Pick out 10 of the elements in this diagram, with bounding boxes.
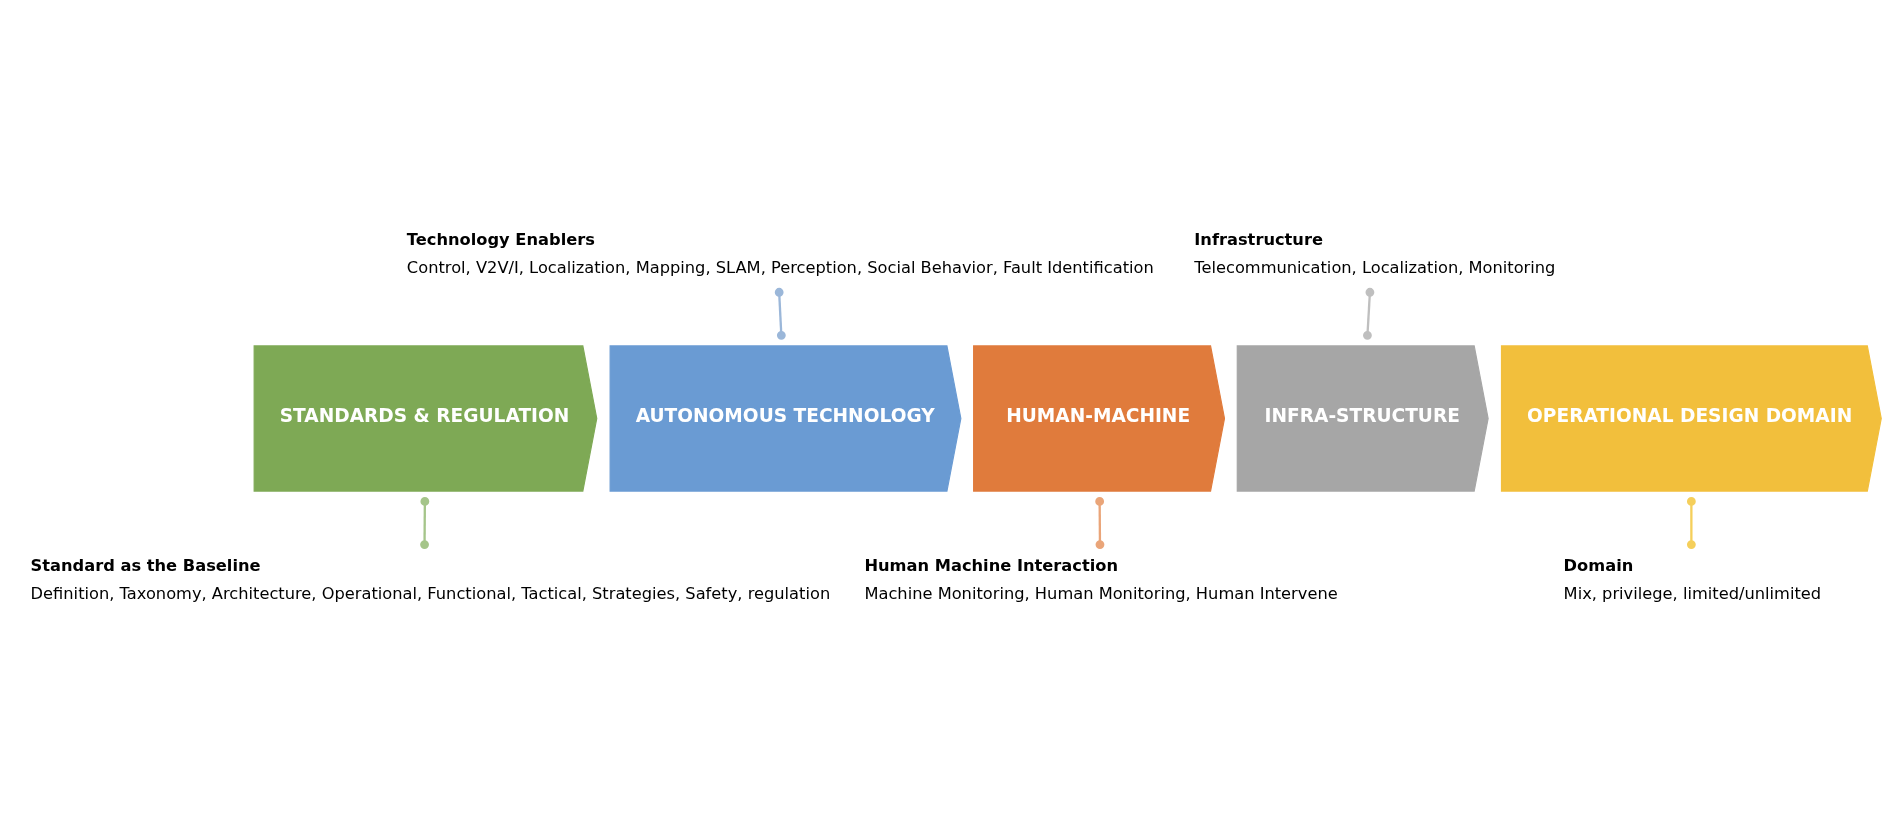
node-text: Human Machine Interaction Machine Monitoring, Human Monitoring, Human Intervene [864, 556, 1338, 604]
connector [420, 497, 430, 549]
node-text: Infrastructure Telecommunication, Localization, Monitoring [1194, 230, 1556, 277]
node-text: Technology Enablers Control, V2V/I, Localization, Mapping, SLAM, Perception, Social Behavior, Fault Identification [406, 230, 1154, 277]
connector [774, 287, 786, 340]
connector [1686, 497, 1696, 549]
connector [1363, 287, 1375, 340]
connector [1095, 497, 1105, 549]
node-text: Domain Mix, privilege, limited/unlimited [1563, 556, 1822, 604]
node-text: Standard as the Baseline Definition, Taxonomy, Architecture, Operational, Functional, Tactical, Strategies, Safety, regulation [30, 556, 831, 604]
